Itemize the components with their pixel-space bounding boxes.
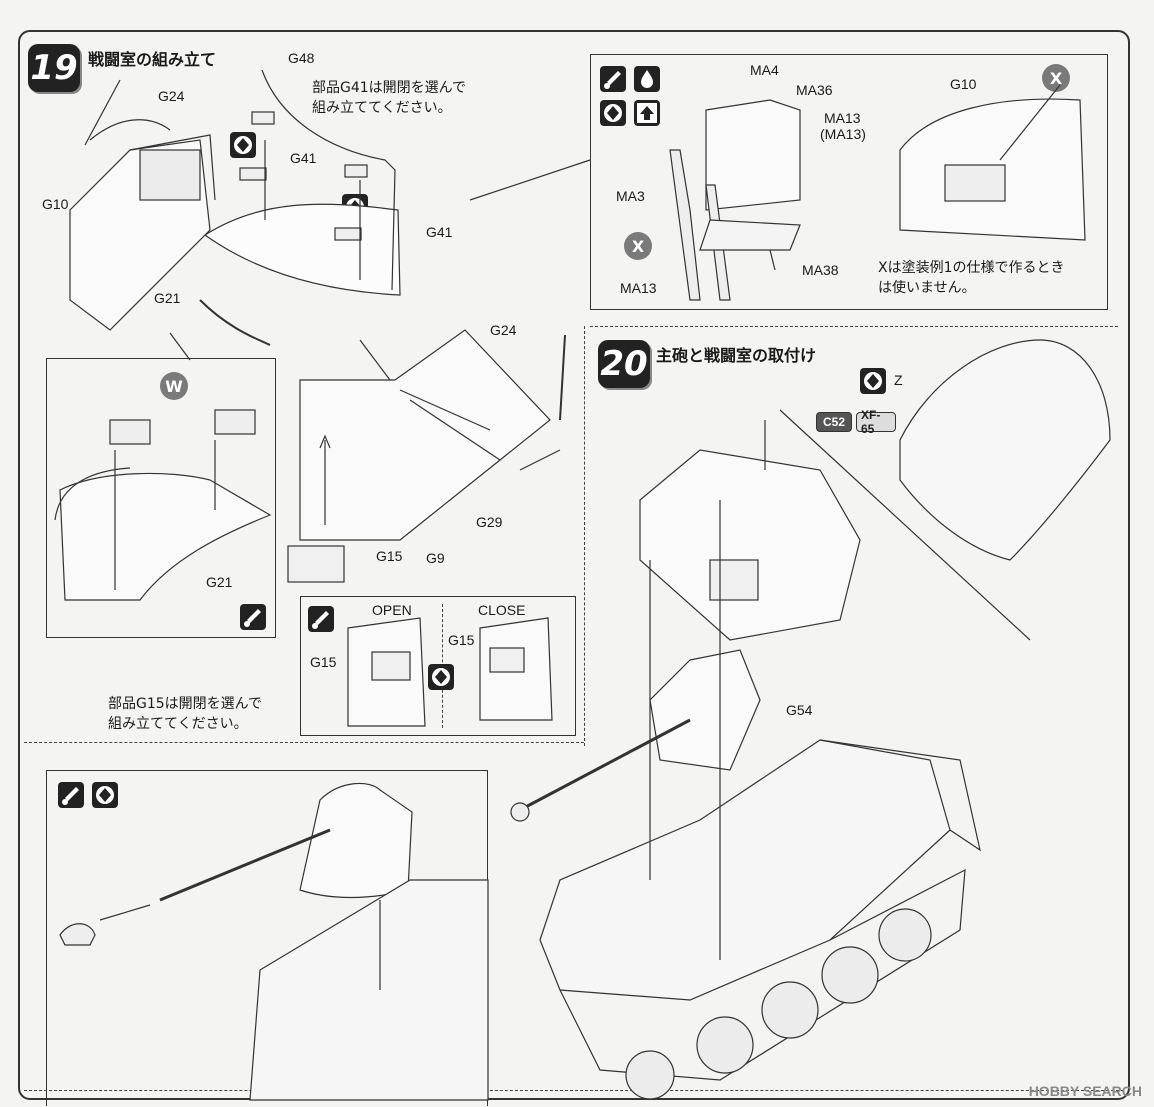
label-g15-open: G15 xyxy=(310,654,337,670)
step-19-title: 戦闘室の組み立て xyxy=(88,50,217,69)
label-g10-left: G10 xyxy=(42,196,69,212)
note-g41-line2: 組み立ててください。 xyxy=(312,100,452,116)
note-g15: 部品G15は開閉を選んで 組み立ててください。 xyxy=(108,694,262,734)
paint-icon xyxy=(634,66,660,92)
label-ma36: MA36 xyxy=(796,82,833,98)
step-19-number: 19 xyxy=(28,44,80,92)
label-ma13-paren: (MA13) xyxy=(820,126,866,142)
label-close: CLOSE xyxy=(478,602,526,618)
label-g10-detail: G10 xyxy=(950,76,977,92)
page-border xyxy=(18,30,1130,1100)
note-g41-line1: 部品G41は開閉を選んで xyxy=(312,80,466,96)
note-x-line1: Xは塗装例1の仕様で作るとき xyxy=(878,260,1065,276)
watermark: HOBBY SEARCH xyxy=(1028,1083,1142,1099)
label-g48: G48 xyxy=(288,50,315,66)
note-g41: 部品G41は開閉を選んで 組み立ててください。 xyxy=(312,78,466,118)
inset-box-w xyxy=(46,358,276,638)
step-19-divider xyxy=(24,742,584,743)
direction-icon xyxy=(634,100,660,126)
step-20-number: 20 xyxy=(598,340,650,388)
alternative-icon xyxy=(230,132,256,158)
label-open: OPEN xyxy=(372,602,412,618)
step-20-left-divider xyxy=(584,326,585,746)
label-ma3: MA3 xyxy=(616,188,645,204)
label-g21-inset: G21 xyxy=(206,574,233,590)
note-g15-line1: 部品G15は開閉を選んで xyxy=(108,696,262,712)
label-g24-mid: G24 xyxy=(490,322,517,338)
label-z: Z xyxy=(894,372,903,388)
open-close-box xyxy=(300,596,576,736)
x-badge-left: X xyxy=(624,232,652,260)
label-g41-top: G41 xyxy=(290,150,317,166)
label-g21-top: G21 xyxy=(154,290,181,306)
paint-c52: C52 xyxy=(816,412,852,432)
note-g15-line2: 組み立ててください。 xyxy=(108,716,248,732)
label-ma13-bottom: MA13 xyxy=(620,280,657,296)
bottom-divider xyxy=(24,1090,1124,1091)
step-20-top-divider xyxy=(590,326,1118,327)
note-x-line2: は使いません。 xyxy=(878,280,976,296)
detail-box xyxy=(590,54,1108,310)
note-x: Xは塗装例1の仕様で作るとき は使いません。 xyxy=(878,258,1065,298)
label-g54: G54 xyxy=(786,702,813,718)
w-badge: W xyxy=(160,372,188,400)
alternative-icon xyxy=(600,100,626,126)
label-ma4: MA4 xyxy=(750,62,779,78)
label-ma38: MA38 xyxy=(802,262,839,278)
label-g29: G29 xyxy=(476,514,503,530)
alternative-icon xyxy=(860,368,886,394)
label-g15-close: G15 xyxy=(448,632,475,648)
alternative-icon xyxy=(92,782,118,808)
alternative-icon xyxy=(428,664,454,690)
glue-icon xyxy=(58,782,84,808)
label-g41-right: G41 xyxy=(426,224,453,240)
glue-icon xyxy=(308,606,334,632)
glue-icon xyxy=(600,66,626,92)
step-20-title: 主砲と戦闘室の取付け xyxy=(656,346,817,365)
label-g15: G15 xyxy=(376,548,403,564)
x-badge-right: X xyxy=(1042,64,1070,92)
glue-icon xyxy=(240,604,266,630)
label-ma13-top: MA13 xyxy=(824,110,861,126)
label-g9: G9 xyxy=(426,550,445,566)
label-g24-top: G24 xyxy=(158,88,185,104)
